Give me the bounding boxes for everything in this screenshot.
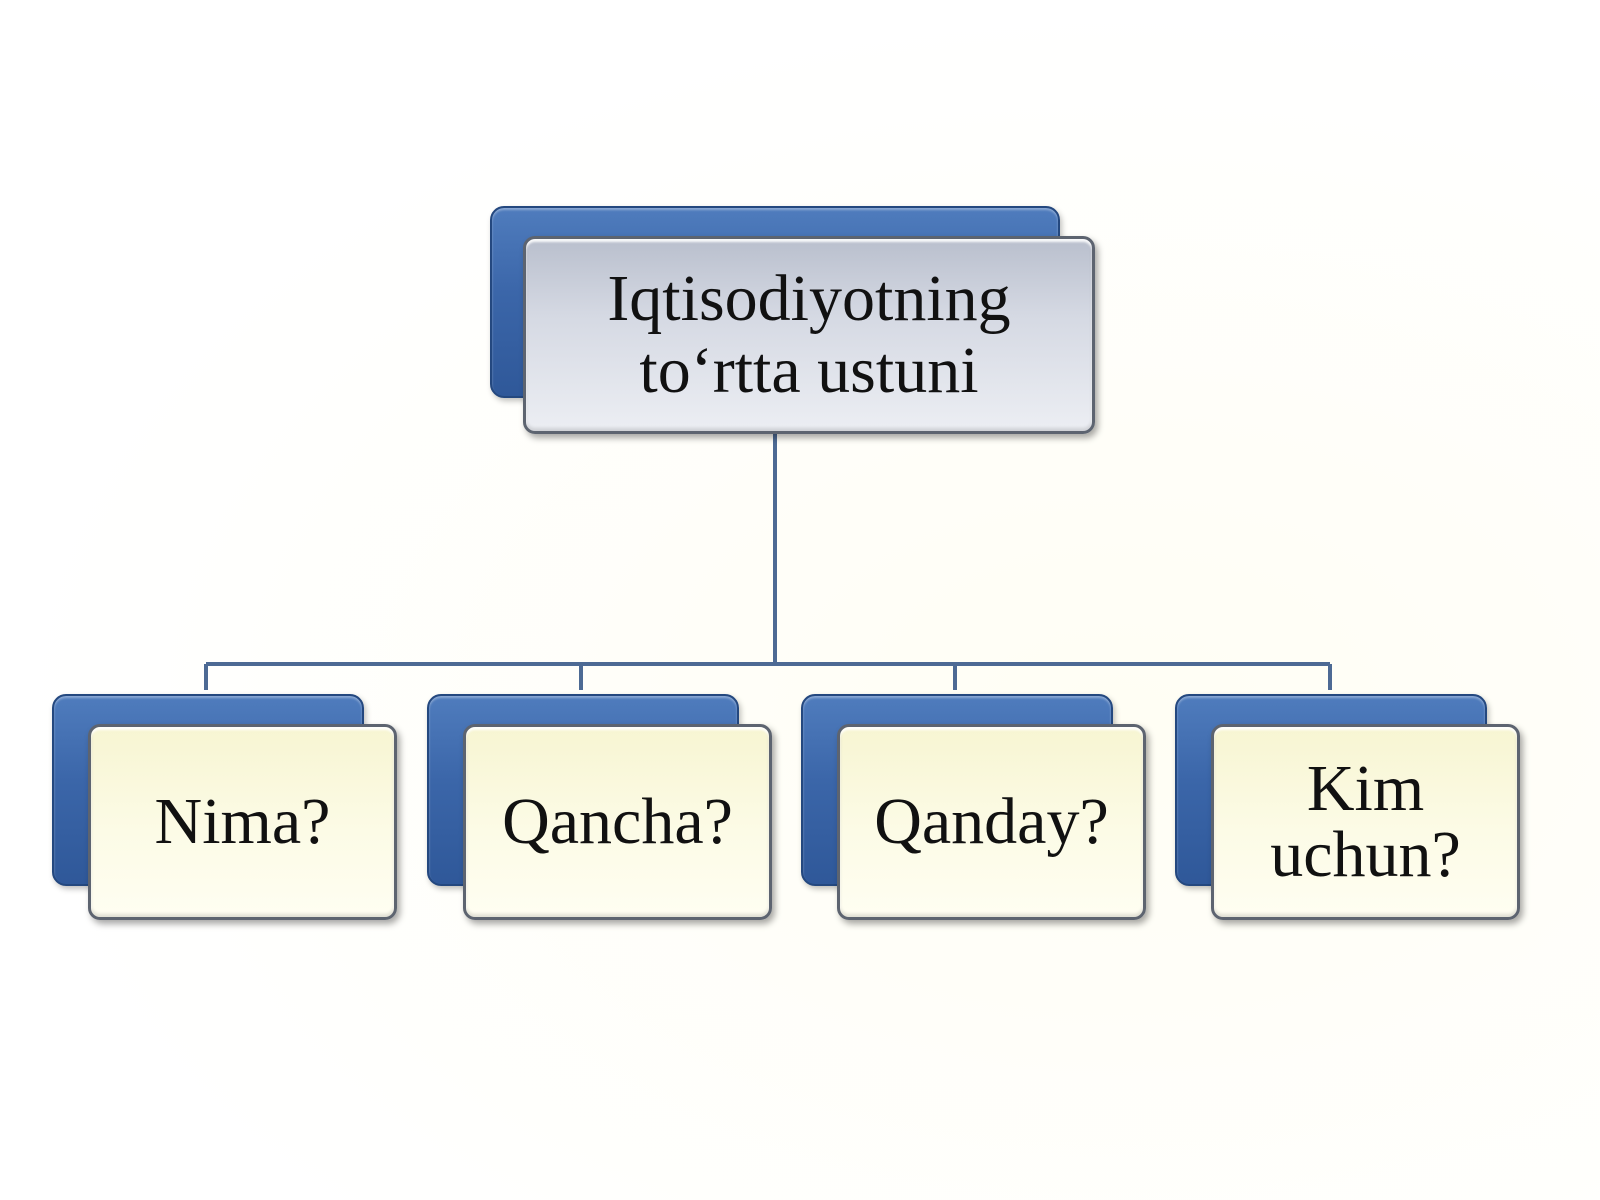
child-node-2: Qancha? [427,694,772,920]
root-node-front-panel: Iqtisodiyotning to‘rtta ustuni [523,236,1095,434]
child-node-3-front-panel: Qanday? [837,724,1146,920]
child-label-2: Qancha? [502,785,733,858]
child-node-1-front-panel: Nima? [88,724,397,920]
child-node-1: Nima? [52,694,397,920]
child-label-3: Qanday? [874,785,1109,858]
child-node-4: Kim uchun? [1175,694,1520,920]
child-node-3: Qanday? [801,694,1146,920]
child-node-2-front-panel: Qancha? [463,724,772,920]
child-label-1: Nima? [154,785,331,858]
child-label-4-line-2: uchun? [1270,818,1461,891]
root-label-line-1: Iqtisodiyotning [607,262,1011,335]
root-node: Iqtisodiyotning to‘rtta ustuni [490,206,1095,434]
child-node-4-front-panel: Kim uchun? [1211,724,1520,920]
child-label-4-line-1: Kim [1306,752,1425,825]
root-label-line-2: to‘rtta ustuni [639,334,979,407]
